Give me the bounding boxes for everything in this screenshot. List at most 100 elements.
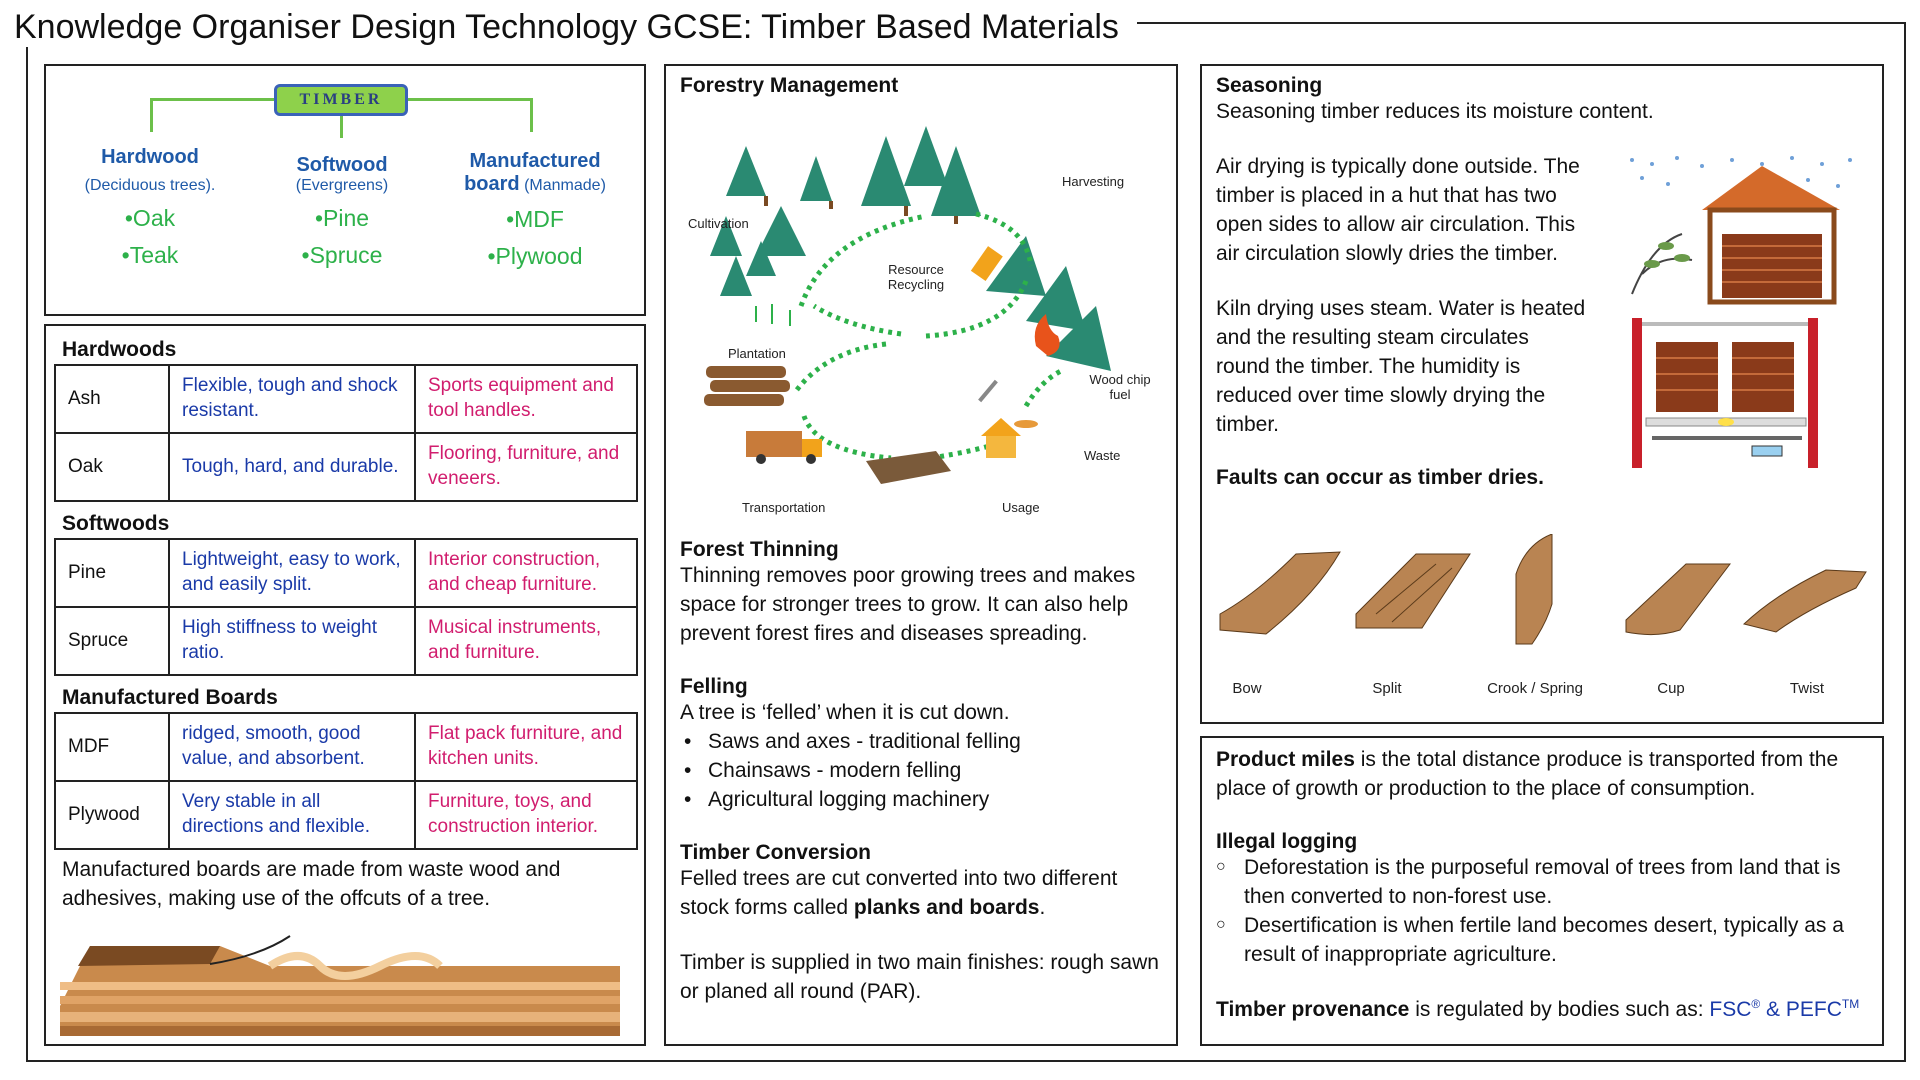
category-sub: (Evergreens) bbox=[295, 177, 389, 194]
label-usage: Usage bbox=[1002, 500, 1040, 515]
miles-text: Product miles is the total distance prod… bbox=[1216, 746, 1872, 1025]
fault-cup bbox=[1625, 563, 1732, 636]
label-cultivation: Cultivation bbox=[688, 216, 749, 231]
category-sub: (Deciduous trees). bbox=[84, 177, 216, 194]
label-wood-chip-fuel: Wood chip fuel bbox=[1089, 372, 1151, 402]
list-item: Saws and axes - traditional felling bbox=[680, 728, 1168, 757]
material-name: Pine bbox=[54, 538, 170, 608]
category-example: •MDF bbox=[506, 206, 564, 232]
label-resource-recycling: Resource Recycling bbox=[887, 262, 945, 292]
log-pile-icon bbox=[704, 366, 790, 406]
fault-twist bbox=[1742, 569, 1867, 633]
category-softwood: Softwood (Evergreens) •Pine •Spruce bbox=[242, 154, 442, 269]
manufactured-boards-note: Manufactured boards are made from waste … bbox=[62, 858, 561, 910]
table-row: Spruce High stiffness to weight ratio. M… bbox=[54, 606, 638, 676]
tree-connector bbox=[150, 98, 153, 132]
forestry-cycle-diagram bbox=[704, 126, 1111, 484]
forestry-text: Forest Thinning Thinning removes poor gr… bbox=[680, 538, 1168, 1007]
table-row: Plywood Very stable in all directions an… bbox=[54, 780, 638, 850]
category-example: •Pine bbox=[314, 205, 370, 231]
faults-heading: Faults can occur as timber dries. bbox=[1216, 465, 1544, 489]
label-harvesting: Harvesting bbox=[1062, 174, 1125, 189]
felling-heading: Felling bbox=[680, 674, 748, 698]
plywood-layers-illustration bbox=[60, 935, 620, 1036]
table-row: Ash Flexible, tough and shock resistant.… bbox=[54, 364, 638, 434]
conversion-end: . bbox=[1039, 895, 1046, 919]
category-name-2: board bbox=[464, 173, 520, 195]
product-miles-body: is the total distance produce is transpo… bbox=[1216, 748, 1839, 800]
air-drying-text: Air drying is typically done outside. Th… bbox=[1216, 154, 1580, 265]
fault-crook bbox=[1515, 534, 1553, 645]
air-drying-hut-illustration bbox=[1630, 156, 1852, 305]
product-miles-box: Product miles is the total distance prod… bbox=[1200, 736, 1884, 1046]
provenance-body: is regulated by bodies such as: bbox=[1409, 997, 1710, 1021]
kiln-drying-text: Kiln drying uses steam. Water is heated … bbox=[1216, 296, 1586, 436]
provenance-text: Timber provenance is regulated by bodies… bbox=[1216, 996, 1872, 1025]
provenance-bold: Timber provenance bbox=[1216, 997, 1410, 1021]
category-name: Manufactured bbox=[469, 150, 601, 172]
category-example: •Oak bbox=[124, 205, 176, 231]
product-miles-text: Product miles is the total distance prod… bbox=[1216, 746, 1872, 804]
label-transportation: Transportation bbox=[742, 500, 826, 515]
fault-label: Twist bbox=[1789, 680, 1825, 697]
trunk-marks bbox=[764, 196, 958, 224]
pefc-link: & PEFC bbox=[1760, 997, 1842, 1021]
cycle-arrows bbox=[794, 211, 1063, 461]
illegal-logging-list: Deforestation is the purposeful removal … bbox=[1216, 854, 1872, 970]
category-sub: (Manmade) bbox=[524, 177, 606, 194]
material-name: Ash bbox=[54, 364, 170, 434]
table-row: MDF ridged, smooth, good value, and abso… bbox=[54, 712, 638, 782]
thinning-text: Thinning removes poor growing trees and … bbox=[680, 564, 1136, 645]
material-uses: Flat pack furniture, and kitchen units. bbox=[414, 712, 638, 782]
waste-icon bbox=[1014, 420, 1038, 428]
category-name: Softwood bbox=[296, 154, 388, 176]
manufactured-boards-heading: Manufactured Boards bbox=[62, 686, 278, 709]
fire-icon bbox=[1034, 314, 1060, 356]
seedling-icons bbox=[755, 304, 791, 326]
category-example: •Teak bbox=[121, 242, 179, 268]
fault-label: Split bbox=[1372, 680, 1402, 697]
tree-connector bbox=[530, 98, 533, 132]
seasoning-intro: Seasoning timber reduces its moisture co… bbox=[1216, 100, 1654, 123]
label-plantation: Plantation bbox=[728, 346, 786, 361]
list-item: Desertification is when fertile land bec… bbox=[1216, 912, 1872, 970]
material-uses: Sports equipment and tool handles. bbox=[414, 364, 638, 434]
fsc-registered: ® bbox=[1751, 996, 1761, 1011]
category-manufactured-board: Manufactured board (Manmade) •MDF •Plywo… bbox=[430, 150, 640, 270]
material-name: Oak bbox=[54, 432, 170, 502]
thinning-heading: Forest Thinning bbox=[680, 538, 839, 561]
fsc-link: FSC bbox=[1709, 997, 1752, 1021]
tree-connector bbox=[340, 116, 343, 138]
softwoods-table: Pine Lightweight, easy to work, and easi… bbox=[54, 538, 638, 676]
tree-connector bbox=[406, 98, 532, 101]
label-waste: Waste bbox=[1084, 448, 1121, 463]
material-uses: Furniture, toys, and construction interi… bbox=[414, 780, 638, 850]
seasoning-box: Seasoning Seasoning timber reduces its m… bbox=[1200, 64, 1884, 724]
conversion-heading: Timber Conversion bbox=[680, 840, 871, 864]
kiln-drying-illustration bbox=[1632, 318, 1818, 468]
conversion-text-main: Felled trees are cut converted into two … bbox=[680, 866, 1118, 919]
finishes-text: Timber is supplied in two main finishes:… bbox=[680, 950, 1159, 1003]
material-properties: Tough, hard, and durable. bbox=[168, 432, 416, 502]
forestry-management-box: Forestry Management bbox=[664, 64, 1178, 1046]
category-hardwood: Hardwood (Deciduous trees). •Oak •Teak bbox=[50, 146, 250, 269]
fault-label: Bow bbox=[1232, 680, 1262, 697]
forestry-heading: Forestry Management bbox=[680, 74, 899, 97]
hardwoods-table: Ash Flexible, tough and shock resistant.… bbox=[54, 364, 638, 502]
material-properties: Lightweight, easy to work, and easily sp… bbox=[168, 538, 416, 608]
tree-connector bbox=[150, 98, 276, 101]
illegal-logging-heading: Illegal logging bbox=[1216, 829, 1358, 853]
hardwoods-heading: Hardwoods bbox=[62, 338, 177, 361]
material-uses: Interior construction, and cheap furnitu… bbox=[414, 538, 638, 608]
fault-label: Cup bbox=[1657, 680, 1685, 697]
conversion-text: Felled trees are cut converted into two … bbox=[680, 865, 1168, 923]
house-icon bbox=[981, 418, 1021, 458]
list-item: Chainsaws - modern felling bbox=[680, 757, 1168, 786]
material-name: Plywood bbox=[54, 780, 170, 850]
felling-list: Saws and axes - traditional felling Chai… bbox=[680, 728, 1168, 815]
conversion-bold: planks and boards bbox=[853, 895, 1040, 919]
category-example: •Plywood bbox=[487, 243, 583, 269]
fault-label: Crook / Spring bbox=[1487, 680, 1583, 697]
tree-icon bbox=[710, 126, 1111, 371]
category-name: Hardwood bbox=[101, 146, 199, 168]
